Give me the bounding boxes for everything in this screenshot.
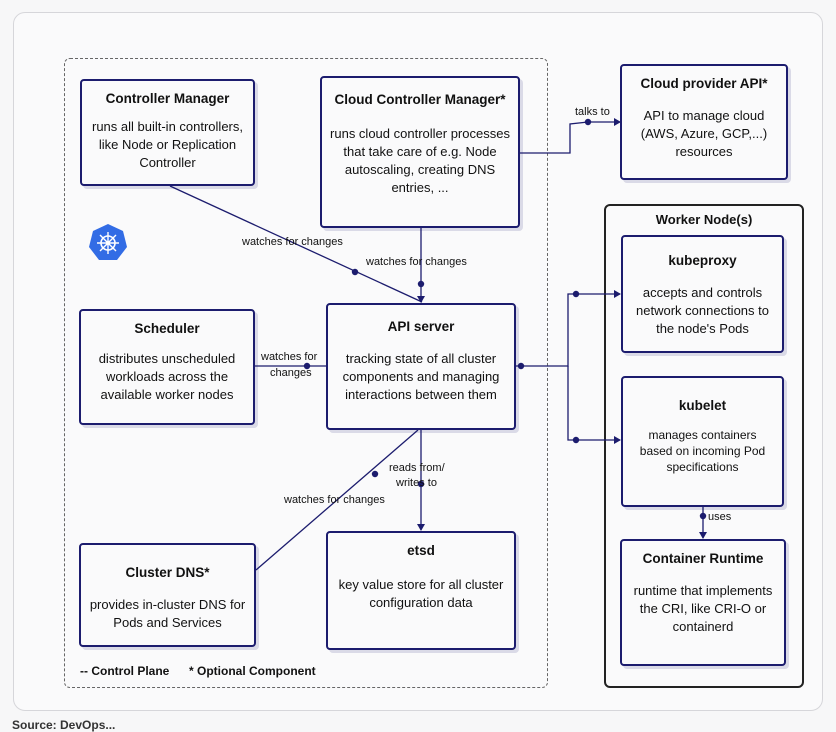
watches-for-changes-label-1: watches for changes	[242, 236, 343, 248]
kubelet-title: kubelet	[678, 398, 727, 413]
watches-for-label: watches for	[261, 351, 318, 363]
cluster-dns-box: Cluster DNS* provides in-cluster DNS for…	[79, 543, 256, 647]
api-server-desc: tracking state of all cluster components…	[342, 351, 500, 402]
scheduler-title: Scheduler	[134, 321, 200, 336]
legend-optional: * Optional Component	[189, 664, 316, 678]
talks-to-label: talks to	[575, 106, 610, 118]
etsd-box: etsd key value store for all cluster con…	[326, 531, 516, 650]
controller-manager-title: Controller Manager	[105, 91, 230, 106]
reads-from-label: reads from/	[389, 462, 445, 474]
etsd-desc: key value store for all cluster configur…	[338, 577, 504, 610]
writes-to-label: writes to	[396, 477, 437, 489]
watches-for-changes-label-3: watches for changes	[284, 494, 385, 506]
cloud-controller-manager-title: Cloud Controller Manager*	[334, 92, 506, 107]
kubeproxy-title: kubeproxy	[668, 253, 737, 268]
source-caption: Source: DevOps...	[12, 718, 116, 732]
watches-for-changes-label-2: watches for changes	[366, 256, 467, 268]
cluster-dns-title: Cluster DNS*	[125, 565, 210, 580]
scheduler-desc: distributes unscheduled workloads across…	[98, 351, 236, 402]
container-runtime-box: Container Runtime runtime that implement…	[620, 539, 786, 666]
worker-node-region	[604, 204, 804, 688]
container-runtime-title: Container Runtime	[642, 551, 764, 566]
kubeproxy-desc: accepts and controls network connections…	[636, 285, 769, 336]
etsd-title: etsd	[407, 543, 435, 558]
cloud-controller-manager-box: Cloud Controller Manager* runs cloud con…	[320, 76, 520, 228]
control-plane-region	[64, 58, 548, 688]
cluster-dns-desc: provides in-cluster DNS for Pods and Ser…	[89, 597, 246, 630]
legend-control-plane: -- Control Plane	[80, 664, 170, 678]
cloud-provider-api-box: Cloud provider API* API to manage cloud …	[620, 64, 788, 180]
kubelet-desc: manages containers based on incoming Pod…	[639, 428, 766, 474]
container-runtime-desc: runtime that implements the CRI, like CR…	[633, 583, 773, 634]
changes-label: changes	[270, 367, 312, 379]
uses-label: uses	[708, 511, 732, 523]
cloud-provider-api-desc: API to manage cloud (AWS, Azure, GCP,...…	[640, 108, 768, 159]
controller-manager-desc: runs all built-in controllers, like Node…	[91, 119, 243, 170]
api-server-title: API server	[387, 319, 455, 334]
api-server-box: API server tracking state of all cluster…	[326, 303, 516, 430]
kubeproxy-box: kubeproxy accepts and controls network c…	[621, 235, 784, 353]
cloud-controller-manager-desc: runs cloud controller processes that tak…	[330, 126, 510, 195]
controller-manager-box: Controller Manager runs all built-in con…	[80, 79, 255, 186]
kubernetes-logo	[89, 224, 127, 260]
cloud-provider-api-title: Cloud provider API*	[640, 76, 768, 91]
kubelet-box: kubelet manages containers based on inco…	[621, 376, 784, 507]
worker-node-title: Worker Node(s)	[655, 212, 753, 227]
scheduler-box: Scheduler distributes unscheduled worklo…	[79, 309, 255, 425]
